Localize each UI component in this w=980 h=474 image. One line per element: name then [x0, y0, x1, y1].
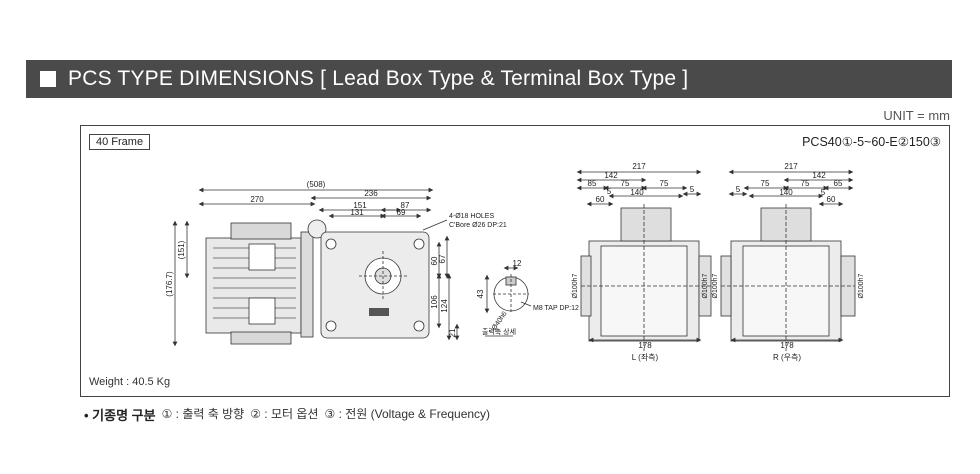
section-title: PCS TYPE DIMENSIONS [ Lead Box Type & Te…: [68, 67, 689, 90]
frame-size-tag: 40 Frame: [89, 134, 151, 150]
l-dia-right: Ø100h7: [712, 273, 719, 298]
shaft-detail: [484, 265, 532, 337]
l-dim-178: 178: [638, 341, 652, 350]
legend-item-power: ③ : 전원 (Voltage & Frequency): [324, 407, 491, 421]
l-dim-75a: 75: [621, 179, 630, 188]
r-dim-75b: 75: [801, 179, 810, 188]
l-dim-217: 217: [632, 162, 646, 171]
dim-69: 69: [397, 208, 406, 217]
r-dia-left: Ø100h7: [702, 273, 709, 298]
dim-gear-length: 236: [364, 189, 378, 198]
dim-67: 67: [438, 254, 447, 263]
model-code-legend: • 기종명 구분 ① : 출력 축 방향 ② : 모터 옵션 ③ : 전원 (V…: [84, 405, 490, 424]
shaft-detail-caption: 출력축 상세: [482, 327, 516, 336]
l-dim-140: 140: [630, 188, 644, 197]
l-dim-5a: 5: [607, 187, 612, 196]
legend-item-output-shaft: ① : 출력 축 방향: [161, 407, 245, 421]
l-dim-60: 60: [596, 195, 605, 204]
dim-106: 106: [430, 295, 439, 309]
square-bullet-icon: [40, 71, 56, 87]
l-dim-85: 85: [588, 179, 597, 188]
side-view: [172, 187, 460, 347]
dim-21: 21: [448, 328, 457, 337]
r-dim-75a: 75: [761, 179, 770, 188]
section-title-bar: PCS TYPE DIMENSIONS [ Lead Box Type & Te…: [26, 60, 952, 98]
legend-item-motor-option: ② : 모터 옵션: [250, 407, 319, 421]
note-holes: 4-Ø18 HOLES: [449, 213, 494, 220]
l-dim-75b: 75: [660, 179, 669, 188]
legend-lead: • 기종명 구분: [84, 408, 156, 423]
unit-label: UNIT = mm: [883, 108, 950, 123]
dim-h151: (151): [177, 240, 186, 259]
note-cbore: C'Bore Ø26 DP:21: [449, 222, 507, 229]
r-dim-178: 178: [780, 341, 794, 350]
r-dim-5b: 5: [821, 188, 826, 197]
dim-overall: (508): [307, 180, 326, 189]
r-dia-right: Ø100h7: [858, 273, 865, 298]
dim-124: 124: [440, 299, 449, 313]
left-view: [576, 169, 712, 351]
weight-label: Weight : 40.5 Kg: [89, 376, 171, 388]
dim-131: 131: [350, 208, 364, 217]
model-code: PCS40①-5~60-E②150③: [802, 135, 941, 149]
r-dim-65: 65: [834, 179, 843, 188]
right-view: [720, 169, 856, 351]
dim-151: 151: [353, 201, 367, 210]
dim-87: 87: [401, 201, 410, 210]
dim-60: 60: [430, 256, 439, 265]
l-dia-left: Ø100h7: [572, 273, 579, 298]
r-dim-5a: 5: [736, 185, 741, 194]
l-dim-142: 142: [604, 171, 618, 180]
technical-drawing: (508) 270 236 151 131 87 69 (151) (176.7…: [165, 162, 865, 362]
l-dim-5b: 5: [690, 185, 695, 194]
r-dim-60: 60: [827, 195, 836, 204]
right-view-caption: R (우측): [773, 353, 801, 362]
r-dim-140: 140: [779, 188, 793, 197]
left-view-caption: L (좌측): [632, 353, 659, 362]
r-dim-142: 142: [812, 171, 826, 180]
dim-h176: (176.7): [165, 271, 174, 297]
r-dim-217: 217: [784, 162, 798, 171]
dimension-drawing-frame: (508) 270 236 151 131 87 69 (151) (176.7…: [80, 125, 950, 397]
dim-12: 12: [513, 259, 522, 268]
dim-motor-length: 270: [250, 195, 264, 204]
note-tap: M8 TAP DP:12: [533, 305, 579, 312]
dim-43: 43: [476, 289, 485, 298]
